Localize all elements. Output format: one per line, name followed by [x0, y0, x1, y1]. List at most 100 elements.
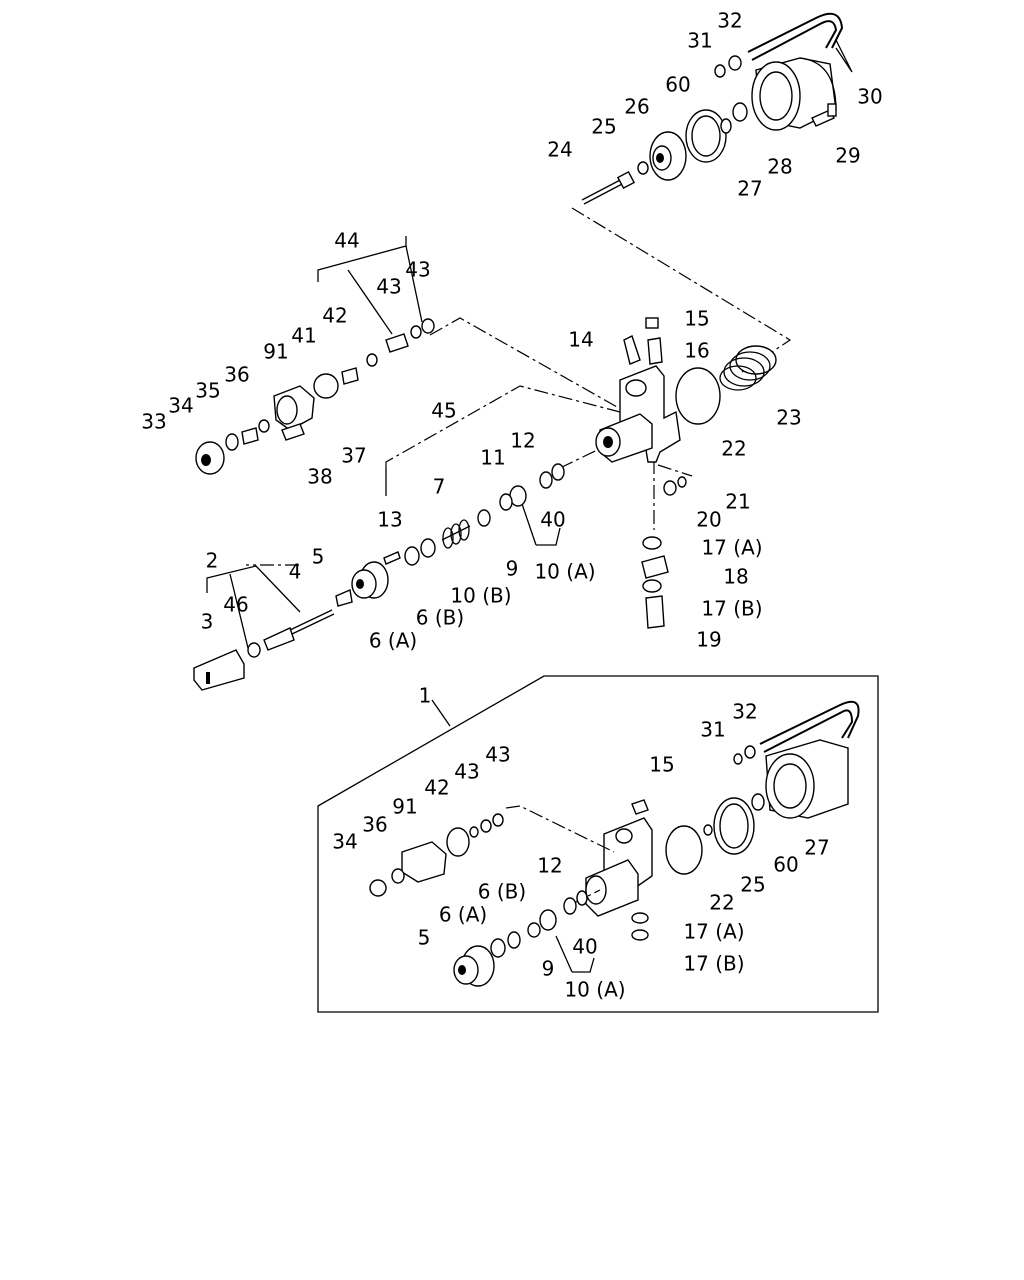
part-label-a12: 12	[510, 429, 535, 453]
part-label-b25: 25	[740, 873, 765, 897]
part-12	[551, 463, 565, 481]
part-label-a14: 14	[568, 328, 593, 352]
part-20	[663, 480, 677, 496]
part-label-b43a: 43	[485, 743, 510, 767]
push-rod-2	[193, 609, 335, 691]
part-label-a35: 35	[195, 379, 220, 403]
part-label-b6B: 6 (B)	[478, 880, 526, 904]
part-label-a17B: 17 (B)	[701, 597, 762, 621]
part-27	[720, 118, 732, 134]
part-label-a19: 19	[696, 628, 721, 652]
part-label-a13: 13	[377, 508, 402, 532]
cap-housing-37	[273, 385, 315, 431]
part-label-a4: 4	[289, 560, 302, 584]
part-label-a41: 41	[291, 324, 316, 348]
part-label-a27: 27	[737, 177, 762, 201]
part-label-a31: 31	[687, 29, 712, 53]
part-label-a38: 38	[307, 465, 332, 489]
part-label-a6B: 6 (B)	[416, 606, 464, 630]
spring-7	[441, 519, 471, 549]
part-label-b32: 32	[732, 700, 757, 724]
part-label-a37: 37	[341, 444, 366, 468]
part-label-a18: 18	[723, 565, 748, 589]
part-28	[732, 102, 748, 122]
part-label-a3: 3	[201, 610, 214, 634]
part-label-a43a: 43	[376, 275, 401, 299]
part-6A	[404, 546, 420, 566]
part-label-b34: 34	[332, 830, 357, 854]
part-label-b1: 1	[419, 684, 432, 708]
part-label-a30: 30	[857, 85, 882, 109]
banjo-fitting-set	[641, 536, 669, 629]
part-label-b12: 12	[537, 854, 562, 878]
o-ring-22	[675, 367, 721, 425]
part-label-b10A: 10 (A)	[564, 978, 625, 1002]
part-31	[714, 64, 726, 78]
part-label-a26: 26	[624, 95, 649, 119]
part-label-a22: 22	[721, 437, 746, 461]
part-label-a7: 7	[433, 475, 446, 499]
part-label-b17B: 17 (B)	[683, 952, 744, 976]
part-label-a5: 5	[312, 545, 325, 569]
part-label-b60: 60	[773, 853, 798, 877]
plug-assembly-33	[195, 419, 270, 475]
part-label-b5: 5	[418, 926, 431, 950]
part-label-b31: 31	[700, 718, 725, 742]
part-label-a32: 32	[717, 9, 742, 33]
pin-13	[383, 551, 401, 565]
part-label-b27: 27	[804, 836, 829, 860]
part-label-a24: 24	[547, 138, 572, 162]
upper-brackets	[206, 39, 853, 649]
part-label-b42: 42	[424, 776, 449, 800]
part-label-a28: 28	[767, 155, 792, 179]
part-label-a42: 42	[322, 304, 347, 328]
part-label-a23: 23	[776, 406, 801, 430]
part-label-a10B: 10 (B)	[450, 584, 511, 608]
piston-plate-26	[649, 131, 687, 181]
piston-seal-set-10A	[477, 485, 527, 527]
part-label-a6A: 6 (A)	[369, 629, 417, 653]
part-label-a15: 15	[684, 307, 709, 331]
spring-4	[335, 589, 353, 607]
part-label-b40: 40	[572, 935, 597, 959]
part-label-a34: 34	[168, 394, 193, 418]
part-label-a36: 36	[224, 363, 249, 387]
part-label-a16: 16	[684, 339, 709, 363]
part-label-a29: 29	[835, 144, 860, 168]
part-label-b91: 91	[392, 795, 417, 819]
actuator-cover	[747, 12, 844, 131]
part-11	[539, 471, 553, 489]
part-label-a2: 2	[206, 549, 219, 573]
part-label-a46: 46	[223, 593, 248, 617]
part-label-a45: 45	[431, 399, 456, 423]
part-label-a43b: 43	[405, 258, 430, 282]
bleeder-fittings	[623, 317, 663, 365]
piston-5	[351, 561, 389, 599]
part-label-a20: 20	[696, 508, 721, 532]
part-21	[677, 476, 687, 488]
seal-ring-60	[685, 109, 727, 163]
part-label-a9: 9	[506, 557, 519, 581]
part-label-b22: 22	[709, 891, 734, 915]
part-32	[728, 55, 742, 71]
cylinder-body	[595, 365, 681, 463]
part-label-b17A: 17 (A)	[683, 920, 744, 944]
repair-kit-box	[317, 675, 879, 1013]
part-25	[637, 161, 649, 175]
part-label-a33: 33	[141, 410, 166, 434]
part-label-b9: 9	[542, 957, 555, 981]
bolt-29	[811, 103, 837, 127]
part-label-a11: 11	[480, 446, 505, 470]
part-label-a91: 91	[263, 340, 288, 364]
part-label-a21: 21	[725, 490, 750, 514]
part-6B	[420, 538, 436, 558]
small-seals-upper	[313, 318, 435, 399]
part-label-a25: 25	[591, 115, 616, 139]
part-label-b15: 15	[649, 753, 674, 777]
part-label-a60: 60	[665, 73, 690, 97]
upper-exploded-view	[193, 12, 853, 691]
bolt-38	[281, 423, 305, 441]
push-rod-24	[581, 170, 636, 205]
